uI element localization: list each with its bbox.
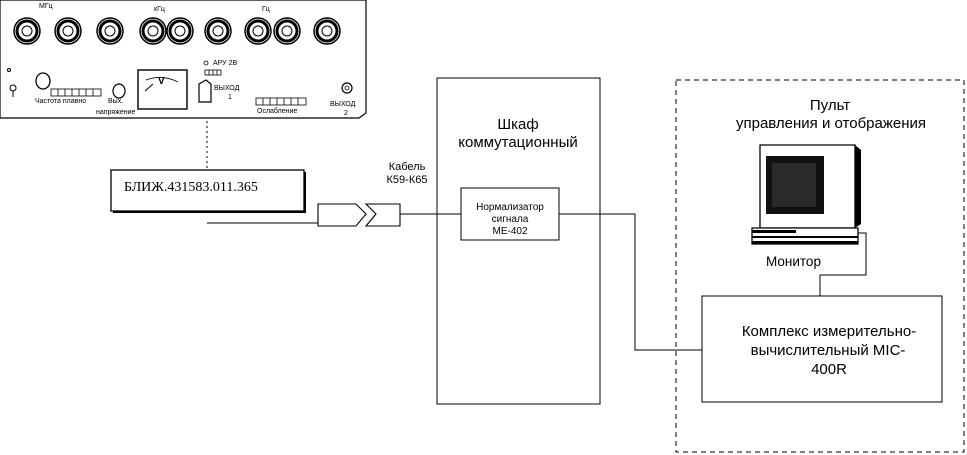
cable-label-line2: К59-К65 (386, 174, 428, 186)
signal-line (559, 213, 702, 351)
attenuation-scale (255, 97, 307, 106)
cable-connector-icon (317, 203, 401, 227)
output-voltage-label: Вых. (108, 98, 124, 105)
complex-label-line2: вычислительный MIC- (750, 342, 906, 359)
normalizer-label-line1: Нормализатор (476, 202, 544, 213)
control-console-box (675, 79, 965, 453)
complex-box (701, 295, 943, 403)
console-title-line2: управления и отображения (735, 115, 927, 132)
freq-unit-mhz-label: МГц (39, 3, 53, 10)
freq-unit-hz-label: Гц (262, 6, 270, 13)
attenuation-label: Ослабление (257, 108, 298, 115)
frequency-scale (50, 88, 102, 97)
normalizer-label-line2: сигнала (491, 214, 529, 225)
frequency-switch-knobs (13, 17, 341, 45)
output-2-connector (341, 82, 353, 94)
power-indicator-icon (7, 68, 17, 97)
monitor-label: Монитор (766, 254, 821, 269)
output-2-label: ВЫХОД (330, 101, 356, 108)
agc-switch (203, 60, 222, 76)
console-title-line1: Пульт (809, 97, 851, 114)
agc-label: АРУ 2В (213, 60, 238, 67)
normalizer-label-line3: МЕ-402 (492, 226, 528, 237)
output-1-connector (198, 79, 212, 103)
monitor-cable (819, 232, 867, 296)
cable-label-line1: Кабель (388, 161, 426, 173)
output-2-number: 2 (344, 110, 348, 117)
output-1-label: ВЫХОД (214, 85, 240, 92)
output-voltage-knob (112, 83, 126, 99)
output-1-number: 1 (228, 94, 232, 101)
designation-label: БЛИЖ.431583.011.365 (124, 180, 258, 195)
cabinet-title-line2: коммутационный (458, 134, 578, 151)
designation-box (110, 169, 306, 213)
freq-fine-label: Частота плавно (35, 98, 87, 105)
generator-front-panel (0, 0, 367, 119)
computer-monitor-icon (751, 144, 861, 245)
complex-label-line1: Комплекс измерительно- (741, 323, 917, 340)
switching-cabinet-box (436, 77, 601, 405)
complex-label-line3: 400R (811, 361, 847, 378)
voltage-label: напряжение (96, 109, 136, 116)
voltmeter-icon (137, 69, 188, 110)
cabinet-title-line1: Шкаф (497, 116, 539, 133)
frequency-fine-knob (35, 72, 51, 90)
cable-line (207, 213, 461, 224)
freq-unit-khz-label: кГц (154, 6, 165, 13)
voltmeter-label: V (158, 76, 165, 87)
